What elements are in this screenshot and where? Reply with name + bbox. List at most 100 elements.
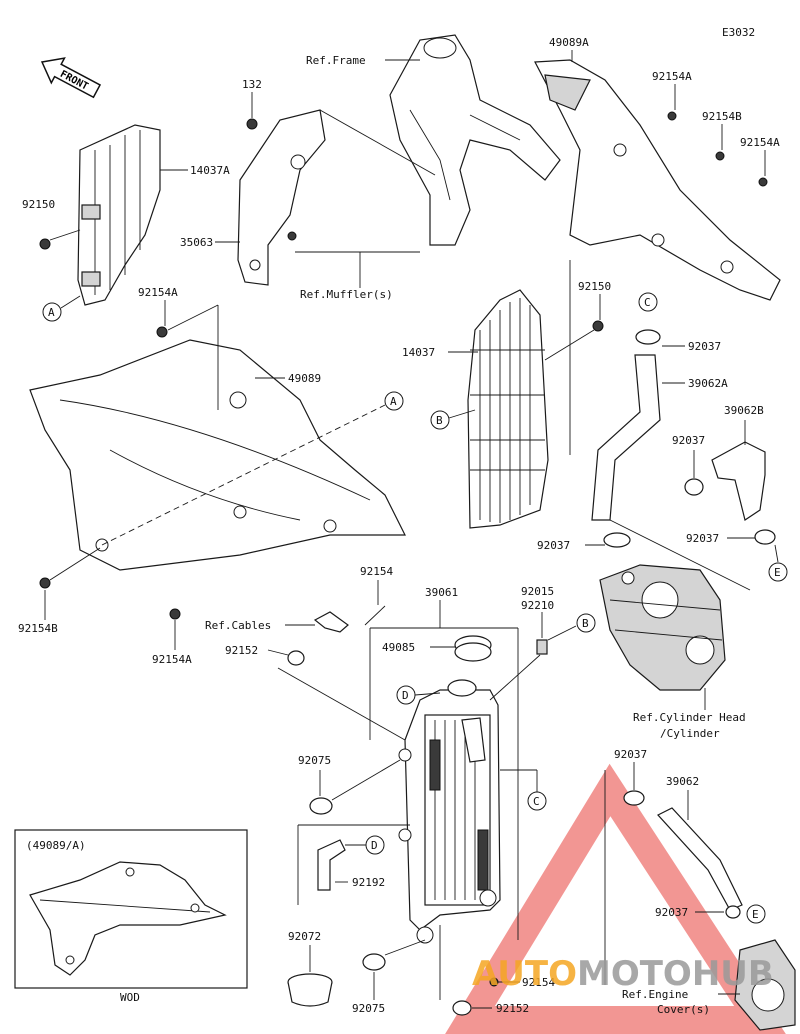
label-92037-mid: 92037 [672, 434, 705, 447]
callout-A-left-text: A [48, 306, 55, 319]
label-92154-top: 92154 [360, 565, 393, 578]
hose-39062B [711, 441, 766, 521]
clamp-92072 [287, 973, 333, 1007]
label-49089A: 49089A [549, 36, 589, 49]
label-92154B-top: 92154B [702, 110, 742, 123]
clamp-92037-right [754, 529, 776, 545]
callout-E-top-text: E [774, 566, 781, 579]
engine-cover-reference [734, 939, 796, 1031]
grommet-92015 [536, 639, 548, 655]
label-ref-cylinder-head: Ref.Cylinder Head [633, 711, 746, 724]
label-92154-lower: 92154 [522, 976, 555, 989]
label-ref-cylinder: /Cylinder [660, 727, 720, 740]
label-ref-cables: Ref.Cables [205, 619, 271, 632]
shroud-49089A [534, 59, 781, 301]
label-92150-right: 92150 [578, 280, 611, 293]
bracket-35063 [237, 109, 326, 286]
label-92075-upper: 92075 [298, 754, 331, 767]
grommet-92075-lower [362, 953, 386, 971]
label-14037: 14037 [402, 346, 435, 359]
label-92037-top: 92037 [688, 340, 721, 353]
bolt-132 [246, 118, 258, 130]
watermark-logo: AUTOMOTOHUB [472, 954, 774, 994]
filler-neck [447, 679, 477, 697]
inset-box: (49089/A) [14, 829, 248, 989]
label-92152-lower: 92152 [496, 1002, 529, 1015]
label-92072: 92072 [288, 930, 321, 943]
bolt-92150-left [39, 238, 51, 250]
cable-clamp [313, 611, 349, 633]
callout-E-bottom [746, 904, 766, 924]
label-92154A-top: 92154A [652, 70, 692, 83]
hose-39062 [657, 807, 743, 911]
label-92154A-lower: 92154A [152, 653, 192, 666]
watermark-triangle [445, 763, 786, 1034]
clamp-92037-lower [623, 790, 645, 806]
label-92192: 92192 [352, 876, 385, 889]
label-92037-right: 92037 [686, 532, 719, 545]
front-arrow-icon: FRONT [40, 57, 102, 99]
inset-caption: WOD [120, 991, 140, 1004]
label-35063: 35063 [180, 236, 213, 249]
callout-A-right [384, 391, 404, 411]
label-92154B-lower: 92154B [18, 622, 58, 635]
label-92152-top: 92152 [225, 644, 258, 657]
label-132: 132 [242, 78, 262, 91]
callout-C-right-text: C [533, 795, 540, 808]
shroud-14037 [467, 289, 549, 529]
shroud-49089 [29, 339, 406, 571]
label-ref-engine: Ref.Engine [622, 988, 688, 1001]
callout-B-right [576, 613, 596, 633]
label-39062: 39062 [666, 775, 699, 788]
watermark-moto: MOTO [577, 954, 692, 994]
bolt-92154A-upper [156, 326, 168, 338]
cylinder-head-reference [599, 564, 726, 691]
radiator-39061 [398, 689, 501, 944]
callout-E-top [768, 562, 788, 582]
frame-reference [389, 34, 561, 246]
label-92154A-upper: 92154A [138, 286, 178, 299]
label-ref-frame: Ref.Frame [306, 54, 366, 67]
label-39062B: 39062B [724, 404, 764, 417]
callout-A-right-text: A [390, 395, 397, 408]
label-92150-left: 92150 [22, 198, 55, 211]
label-ref-engine-cover: Cover(s) [657, 1003, 710, 1016]
callout-B-left [430, 410, 450, 430]
watermark-hub: HUB [692, 954, 774, 994]
svg-text:AUTOMOTOHUB: AUTOMOTOHUB [472, 954, 774, 994]
label-49085: 49085 [382, 641, 415, 654]
label-92037-lower: 92037 [614, 748, 647, 761]
label-92037-lower-right: 92037 [655, 906, 688, 919]
hose-39062A [591, 354, 661, 521]
label-92075-lower: 92075 [352, 1002, 385, 1015]
diagram-code: E3032 [722, 26, 755, 39]
bolt-92154A-lower [169, 608, 181, 620]
watermark-auto: AUTO [472, 954, 577, 994]
breather-hose-92192 [317, 839, 346, 891]
label-ref-muffler: Ref.Muffler(s) [300, 288, 393, 301]
callout-A-left [42, 302, 62, 322]
bolt-92150-right [592, 320, 604, 332]
label-49089: 49089 [288, 372, 321, 385]
grommet-92152-top [287, 650, 305, 666]
label-14037A: 14037A [190, 164, 230, 177]
clamp-92037-left [603, 532, 631, 548]
callout-D-bottom-text: D [371, 839, 378, 852]
bolt-92154B-lower [39, 577, 51, 589]
callout-D-top-text: D [402, 689, 409, 702]
clamp-92037-mid [684, 478, 704, 496]
label-39061: 39061 [425, 586, 458, 599]
callout-C-top-text: C [644, 296, 651, 309]
label-39062A: 39062A [688, 377, 728, 390]
clamp-92037-top [635, 329, 661, 345]
callout-E-bottom-text: E [752, 908, 759, 921]
label-92210: 92210 [521, 599, 554, 612]
shroud-inner-14037A [77, 124, 161, 306]
label-92154A-right: 92154A [740, 136, 780, 149]
clamp-92037-lower-right [725, 905, 741, 919]
callout-B-left-text: B [436, 414, 443, 427]
label-92037-left: 92037 [537, 539, 570, 552]
inset-title: (49089/A) [26, 839, 86, 852]
label-92015: 92015 [521, 585, 554, 598]
